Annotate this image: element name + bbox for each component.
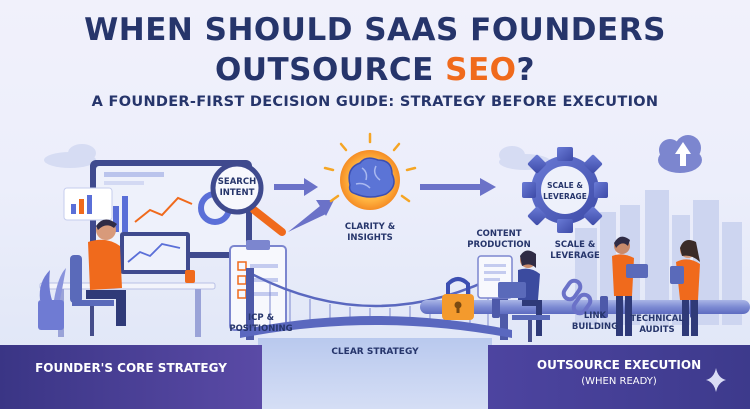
technical-audits-label: TECHNICAL AUDITS xyxy=(622,314,692,336)
scale-line-2: LEVERAGE xyxy=(550,251,600,261)
desk-scene xyxy=(38,160,252,337)
founder-band-label: FOUNDER'S CORE STRATEGY xyxy=(35,361,227,375)
gear-line-1: SCALE & xyxy=(547,181,583,190)
flow-arrows xyxy=(274,178,496,232)
brain-icon xyxy=(323,132,417,210)
content-line-2: PRODUCTION xyxy=(467,240,531,250)
founder-band xyxy=(0,345,262,409)
title-suffix: ? xyxy=(516,52,535,88)
link-line-1: LINK xyxy=(583,311,607,321)
clarity-label: CLARITY & INSIGHTS xyxy=(326,222,414,244)
search-intent-line-2: INTENT xyxy=(219,188,255,198)
chain-link-icon xyxy=(561,278,593,316)
tech-line-2: AUDITS xyxy=(639,325,675,335)
icp-line-1: ICP & xyxy=(247,313,274,323)
search-intent-line-1: SEARCH xyxy=(217,177,257,187)
icp-line-2: POSITIONING xyxy=(229,324,293,334)
title-line-1: WHEN SHOULD SAAS FOUNDERS xyxy=(84,12,666,48)
search-intent-label: SEARCH INTENT xyxy=(211,177,263,199)
cloud-upload-icon xyxy=(658,135,702,173)
laptop-icon xyxy=(498,282,526,298)
content-production-label: CONTENT PRODUCTION xyxy=(463,229,535,251)
outsource-band-sublabel: (WHEN READY) xyxy=(581,376,657,387)
outsource-band-label: OUTSOURCE EXECUTION xyxy=(536,358,702,372)
clear-strategy-label: CLEAR STRATEGY xyxy=(331,347,419,357)
link-line-2: BUILDING xyxy=(571,322,619,332)
gear-line-2: LEVERAGE xyxy=(543,192,587,201)
clarity-line-2: INSIGHTS xyxy=(347,233,393,243)
subtitle: A FOUNDER-FIRST DECISION GUIDE: STRATEGY… xyxy=(91,94,659,110)
sparkle-icon xyxy=(706,368,726,392)
outsource-band xyxy=(488,345,750,409)
title-line-2: OUTSOURCE SEO? xyxy=(0,52,750,88)
gear-label: SCALE & LEVERAGE xyxy=(535,180,595,202)
clarity-line-1: CLARITY & xyxy=(344,222,396,232)
content-line-1: CONTENT xyxy=(476,229,522,239)
execution-scene xyxy=(420,236,750,342)
scale-line-1: SCALE & xyxy=(554,240,596,250)
icp-label: ICP & POSITIONING xyxy=(226,313,296,335)
gear-icon xyxy=(522,147,608,233)
laptop-icon-2 xyxy=(626,264,648,278)
title-accent: SEO xyxy=(445,52,517,88)
tech-line-1: TECHNICAL xyxy=(630,314,684,324)
title-prefix: OUTSOURCE xyxy=(215,52,446,88)
magnifier-icon xyxy=(210,161,286,236)
link-building-label: LINK BUILDING xyxy=(565,311,625,333)
scale-leverage-label: SCALE & LEVERAGE xyxy=(540,240,610,262)
lock-icon xyxy=(442,277,474,320)
water xyxy=(258,338,492,409)
